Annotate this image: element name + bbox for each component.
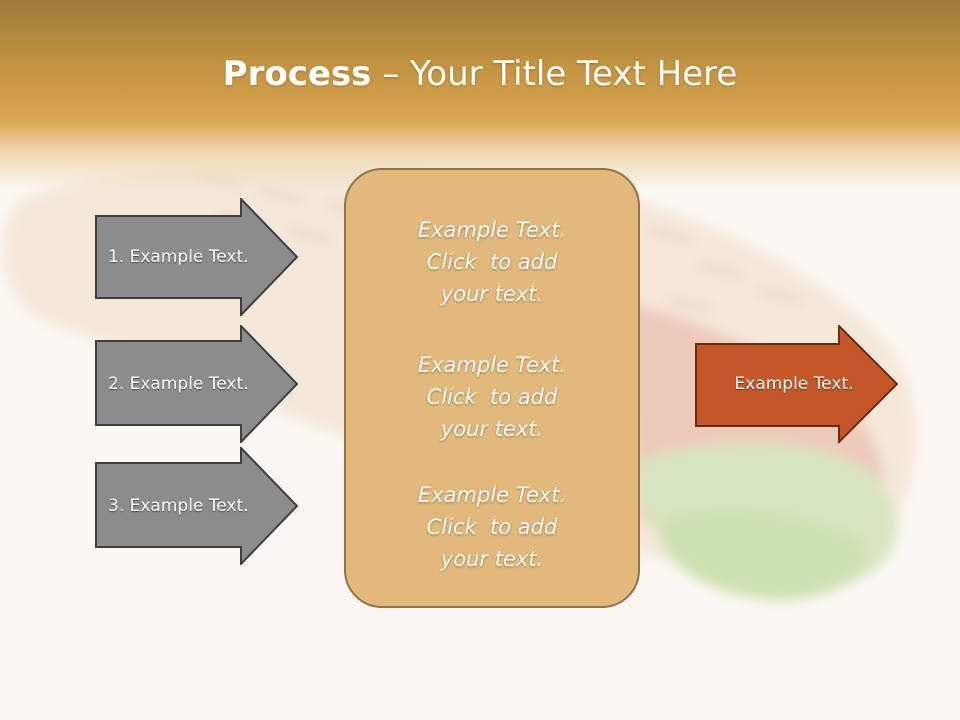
center-block-3: Example Text. Click to add your text. <box>346 479 638 575</box>
right-arrow-shape <box>695 325 899 443</box>
left-arrow-3-label: 3. Example Text. <box>108 496 249 516</box>
left-arrow-1[interactable]: 1. Example Text. <box>95 198 299 316</box>
left-arrow-3[interactable]: 3. Example Text. <box>95 447 299 565</box>
left-arrow-1-shape <box>95 198 299 316</box>
right-arrow-label: Example Text. <box>734 374 854 394</box>
header-band <box>0 0 960 190</box>
right-arrow[interactable]: Example Text. <box>695 325 899 443</box>
center-block-1-line3: your text. <box>440 282 544 306</box>
center-text-box[interactable]: Example Text. Click to add your text. Ex… <box>344 168 640 608</box>
center-block-1: Example Text. Click to add your text. <box>346 214 638 310</box>
title-bold: Process <box>222 54 372 94</box>
center-block-3-line1: Example Text. <box>417 483 567 507</box>
center-block-3-line2: Click to add <box>426 515 558 539</box>
center-block-1-line1: Example Text. <box>417 218 567 242</box>
left-arrow-2-shape <box>95 325 299 443</box>
center-block-2: Example Text. Click to add your text. <box>346 349 638 445</box>
title-dash: – <box>371 54 411 94</box>
title-rest: Your Title Text Here <box>410 54 738 94</box>
left-arrow-1-label: 1. Example Text. <box>108 247 249 267</box>
left-arrow-2[interactable]: 2. Example Text. <box>95 325 299 443</box>
center-block-2-line1: Example Text. <box>417 353 567 377</box>
center-block-3-line3: your text. <box>440 547 544 571</box>
left-arrow-3-shape <box>95 447 299 565</box>
center-block-1-line2: Click to add <box>426 250 558 274</box>
slide-title[interactable]: Process – Your Title Text Here <box>0 52 960 96</box>
center-block-2-line3: your text. <box>440 417 544 441</box>
left-arrow-2-label: 2. Example Text. <box>108 374 249 394</box>
center-block-2-line2: Click to add <box>426 385 558 409</box>
